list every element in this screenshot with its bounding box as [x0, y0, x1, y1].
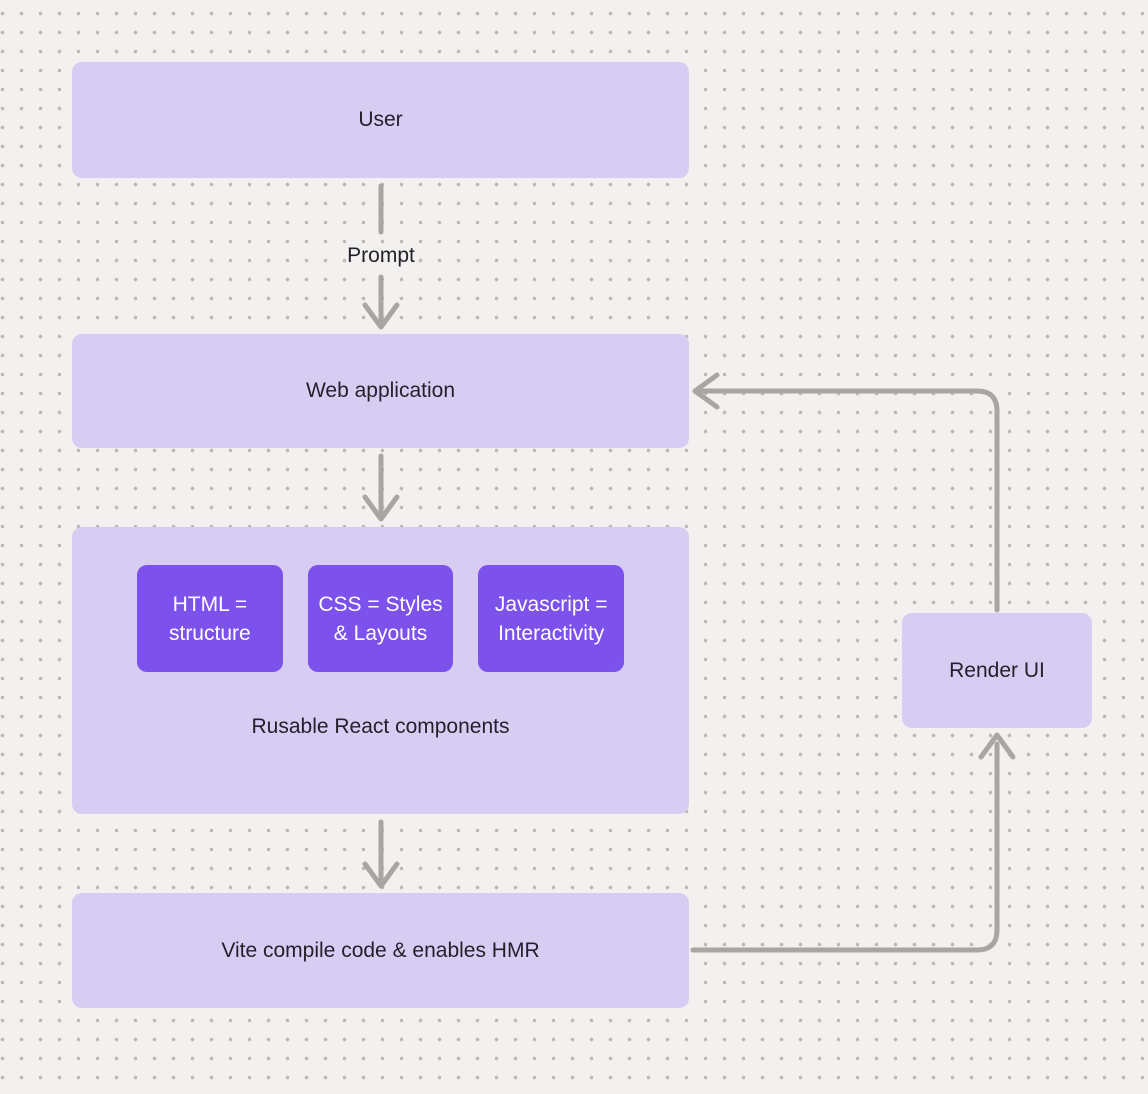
- node-components-container[interactable]: HTML = structure CSS = Styles & Layouts …: [72, 527, 689, 814]
- node-vite[interactable]: Vite compile code & enables HMR: [72, 893, 689, 1008]
- node-html[interactable]: HTML = structure: [137, 565, 283, 672]
- node-web-application[interactable]: Web application: [72, 334, 689, 448]
- node-css-label: CSS = Styles & Layouts: [318, 592, 443, 645]
- arrowhead-into-webapp-top: [362, 302, 400, 330]
- node-render-ui[interactable]: Render UI: [902, 613, 1092, 728]
- arrowhead-into-renderui: [978, 732, 1016, 760]
- arrowhead-into-vite: [362, 861, 400, 889]
- arrow-renderui-to-webapp: [697, 388, 1000, 613]
- node-web-application-label: Web application: [305, 379, 456, 402]
- node-components-label: Rusable React components: [251, 715, 510, 738]
- node-user-label: User: [358, 108, 403, 131]
- node-html-label: HTML = structure: [168, 592, 251, 645]
- components-child-row: HTML = structure CSS = Styles & Layouts …: [137, 565, 625, 672]
- node-javascript[interactable]: Javascript = Interactivity: [478, 565, 625, 672]
- edge-label-prompt: Prompt: [347, 244, 415, 267]
- node-vite-label: Vite compile code & enables HMR: [221, 938, 540, 962]
- arrowhead-into-webapp-right: [692, 372, 720, 410]
- arrowhead-into-components: [362, 494, 400, 522]
- node-javascript-label: Javascript = Interactivity: [494, 592, 608, 645]
- node-render-ui-label: Render UI: [949, 658, 1045, 682]
- node-css[interactable]: CSS = Styles & Layouts: [307, 565, 454, 672]
- node-user[interactable]: User: [72, 62, 689, 178]
- arrow-vite-to-renderui: [690, 741, 1000, 953]
